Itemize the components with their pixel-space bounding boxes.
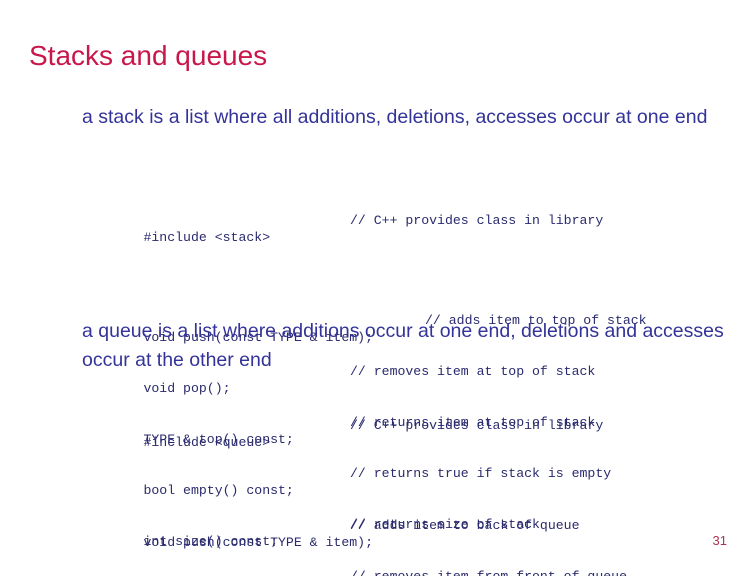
code-line: void pop();// removes item from front of… — [96, 568, 627, 576]
code-line: #include <stack> // C++ provides class in… — [96, 212, 603, 245]
code-comment: // returns item at top of stack — [350, 415, 596, 430]
code-line: #include <queue> // C++ provides class in… — [96, 417, 603, 450]
code-declaration: #include <queue> — [143, 435, 271, 450]
code-declaration: void push(const TYPE & item); — [143, 330, 373, 345]
code-comment: // removes item from front of queue — [350, 568, 627, 576]
code-declaration: void pop(); — [143, 381, 231, 396]
code-blank-line — [96, 468, 373, 483]
code-comment: // returns size of stack — [350, 517, 540, 532]
code-blank-line — [96, 263, 373, 278]
code-declaration: void push(const TYPE & item); — [143, 535, 373, 550]
code-declaration: #include <stack> — [143, 230, 271, 245]
code-comment: // returns true if stack is empty — [350, 466, 612, 481]
code-line: void pop(); // removes item at top of sta… — [96, 363, 595, 396]
code-line: bool empty() const; // returns true if st… — [96, 465, 611, 498]
code-line: TYPE & top() const; // returns item at to… — [96, 414, 595, 447]
code-line: int size() const; // returns size of stac… — [96, 516, 539, 549]
page-title: Stacks and queues — [29, 40, 268, 71]
stack-description-text: a stack is a list where all additions, d… — [82, 106, 708, 128]
code-comment: // adds item to top of stack — [425, 313, 647, 328]
code-comment: // removes item at top of stack — [350, 364, 596, 379]
code-line: void push(const TYPE & item); // adds ite… — [96, 517, 579, 550]
code-declaration: int size() const; — [143, 534, 279, 549]
code-comment: // C++ provides class in library — [350, 418, 604, 433]
code-declaration: bool empty() const; — [143, 483, 294, 498]
code-declaration: TYPE & top() const; — [143, 432, 294, 447]
queue-description-text: a queue is a list where additions occur … — [82, 320, 724, 371]
code-comment: // C++ provides class in library — [350, 213, 604, 228]
code-line: void push(const TYPE & item); // adds ite… — [96, 312, 646, 345]
code-comment: // adds item to back of queue — [350, 518, 580, 533]
page-number: 31 — [712, 533, 727, 548]
stack-code-block: #include <stack> // C++ provides class in… — [96, 178, 646, 567]
queue-code-block: #include <queue> // C++ provides class in… — [96, 383, 627, 576]
